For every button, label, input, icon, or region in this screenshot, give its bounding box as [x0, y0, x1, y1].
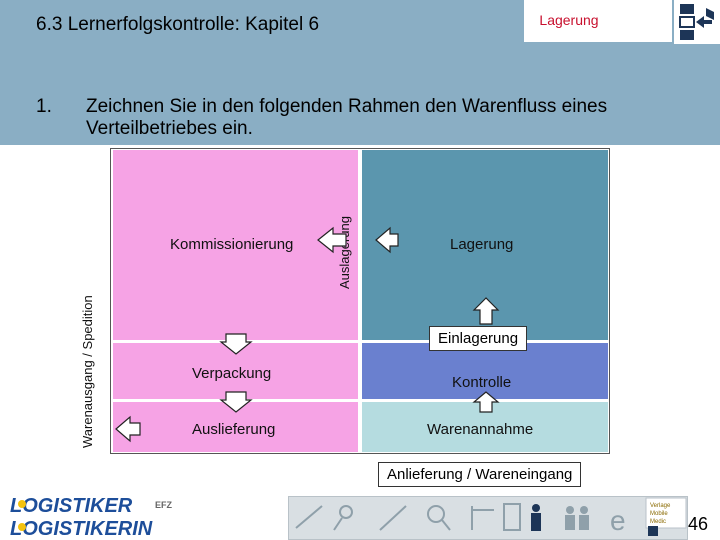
question-number: 1. [36, 96, 52, 117]
e-icon: e [610, 505, 626, 536]
screwdriver-icon [379, 505, 407, 531]
svg-text:LOGISTIKER: LOGISTIKER [10, 495, 133, 517]
einlagerung-label: Einlagerung [429, 326, 528, 351]
group-icon [565, 506, 589, 530]
svg-text:Verlage: Verlage [650, 503, 671, 509]
caliper-icon [471, 506, 494, 530]
svg-text:Mobile: Mobile [650, 511, 668, 517]
chapter-tab-label: Lagerung [539, 12, 599, 28]
zone-kontrolle [362, 343, 608, 399]
navigation-icon[interactable] [674, 0, 720, 44]
calculator-icon [503, 503, 521, 531]
arrow-up-einlagerung [472, 297, 500, 325]
arrow-up-kontrolle [472, 391, 500, 413]
badge-box [645, 497, 687, 529]
wrench-icon [333, 505, 353, 531]
small-square-icon [648, 526, 658, 536]
warenannahme-label: Warenannahme [427, 421, 534, 438]
bottom-toolbar [288, 496, 688, 540]
page-number: 46 [688, 514, 709, 534]
arrow-down-auslieferung [219, 391, 253, 413]
page-title: 6.3 Lernerfolgskontrolle: Kapitel 6 [36, 14, 320, 35]
svg-text:Medic: Medic [650, 519, 666, 525]
arrow-left-kommissionierung [317, 226, 347, 254]
arrow-down-verpackung [219, 333, 253, 355]
toolbar-icons: e Verlage Mobile Medic [295, 497, 687, 536]
logo-efz: EFZ [155, 500, 172, 510]
lagerung-label: Lagerung [450, 236, 514, 253]
arrow-left-lagerung [375, 226, 399, 254]
zone-kommissionierung [113, 150, 358, 340]
question-text: Zeichnen Sie in den folgenden Rahmen den… [86, 96, 608, 139]
magnifier-icon [427, 505, 451, 531]
svg-text:LOGISTIKERIN: LOGISTIKERIN [10, 518, 153, 538]
kontrolle-label: Kontrolle [452, 374, 512, 391]
chapter-tab[interactable] [524, 0, 672, 42]
kommissionierung-label: Kommissionierung [170, 236, 294, 253]
ruler-icon [295, 505, 323, 529]
anlieferung-label: Anlieferung / Wareneingang [378, 462, 582, 487]
person-icon [531, 504, 541, 531]
logistiker-logo: LOGISTIKER LOGISTIKERIN [10, 495, 153, 538]
arrow-left-warenausgang [115, 415, 141, 443]
verpackung-label: Verpackung [192, 365, 272, 382]
auslieferung-label: Auslieferung [192, 421, 276, 438]
